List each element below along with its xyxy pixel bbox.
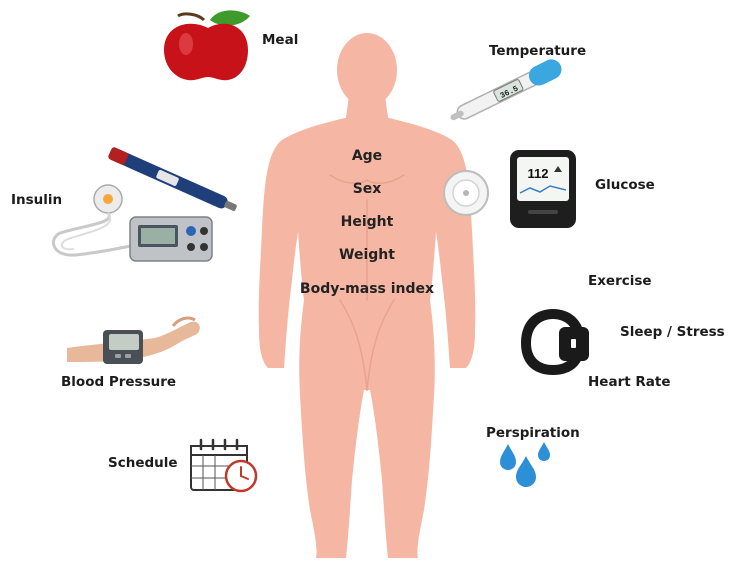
sleep-stress-label: Sleep / Stress bbox=[620, 324, 725, 340]
sex-label: Sex bbox=[353, 181, 382, 197]
thermometer-icon: 36.5 bbox=[442, 55, 572, 125]
glucose-label: Glucose bbox=[595, 177, 655, 193]
calendar-clock-icon bbox=[189, 438, 261, 494]
glucose-reading: 112 bbox=[528, 166, 549, 181]
weight-label: Weight bbox=[339, 247, 395, 263]
body-mass-index-label: Body-mass index bbox=[300, 281, 434, 297]
fitness-band-icon bbox=[513, 305, 593, 379]
meal-label: Meal bbox=[262, 32, 298, 48]
sweat-drops-icon bbox=[498, 442, 554, 488]
heart-rate-label: Heart Rate bbox=[588, 374, 671, 390]
perspiration-label: Perspiration bbox=[486, 425, 580, 441]
insulin-pump-icon bbox=[46, 183, 216, 268]
age-label: Age bbox=[352, 148, 382, 164]
apple-icon bbox=[158, 6, 258, 86]
glucose-sensor-patch-icon bbox=[441, 168, 491, 218]
blood-pressure-label: Blood Pressure bbox=[61, 374, 176, 390]
glucose-monitor-icon: 112 bbox=[508, 148, 580, 230]
exercise-label: Exercise bbox=[588, 273, 652, 289]
blood-pressure-cuff-icon bbox=[65, 308, 205, 368]
height-label: Height bbox=[341, 214, 394, 230]
schedule-label: Schedule bbox=[108, 455, 178, 471]
